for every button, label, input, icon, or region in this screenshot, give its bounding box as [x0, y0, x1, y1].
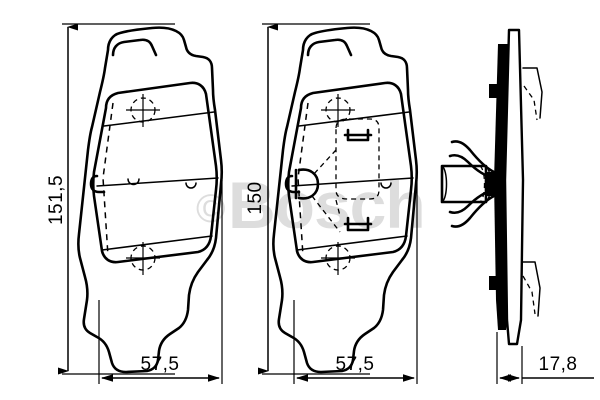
sensor-leader-line-bottom [311, 195, 341, 233]
pad-centerline-middle [291, 177, 414, 187]
side-friction-plate [503, 28, 525, 346]
friction-material-hidden-edge-middle [297, 102, 309, 257]
small-hole-middle-a [380, 182, 392, 189]
dimension-label-width-57-5-left: 57,5 [141, 354, 180, 375]
dimension-label-height-150: 150 [245, 181, 266, 214]
backing-plate-outline-middle [272, 26, 419, 374]
dimension-thickness-17-8: 17,8 [496, 332, 594, 384]
pad-groove-line-upper-left [103, 111, 215, 127]
rivet-center-marks-middle [321, 94, 355, 275]
side-sensor-body [440, 164, 492, 204]
front-view-left [77, 26, 224, 374]
side-view-right [440, 28, 543, 346]
backing-plate-outline-left [77, 26, 224, 374]
dimension-label-height-151-5: 151,5 [46, 175, 67, 225]
dimension-label-width-57-5-middle: 57,5 [336, 354, 375, 375]
friction-material-hidden-edge-left [102, 102, 114, 257]
pad-groove-line-lower-middle [296, 235, 408, 251]
wear-sensor-boss-outline [335, 118, 380, 200]
front-view-middle [272, 26, 419, 374]
pad-centerline-left [96, 177, 219, 187]
dimension-label-thickness-17-8: 17,8 [539, 354, 578, 375]
pad-groove-line-upper-middle [298, 111, 410, 127]
side-sensor-connector [486, 172, 498, 196]
dimension-width-57-5-left: 57,5 [98, 180, 223, 384]
side-upper-chamfer-hidden [523, 85, 538, 121]
dimension-height-150: 150 [245, 23, 370, 375]
side-boss-upper [489, 84, 500, 98]
small-hole-left-a [127, 178, 140, 186]
side-lower-chamfer-hidden [522, 275, 536, 315]
retaining-clip-notch-middle [284, 174, 301, 194]
backing-plate-tab-middle [306, 38, 353, 57]
side-boss-lower [489, 276, 500, 290]
pad-groove-line-lower-left [101, 235, 213, 251]
small-hole-left-b [185, 182, 197, 189]
sensor-leader-line-upper [311, 149, 337, 177]
sensor-leader-line-lower [335, 199, 341, 217]
retaining-clip-notch-left [89, 174, 106, 194]
sensor-clip-loop-middle [297, 168, 320, 200]
backing-plate-tab-left [111, 38, 158, 57]
dimension-height-151-5: 151,5 [46, 23, 175, 375]
side-lower-chamfer [521, 261, 541, 317]
rivet-center-marks-left [126, 94, 160, 275]
dimension-width-57-5-middle: 57,5 [293, 180, 418, 384]
side-upper-chamfer [522, 67, 543, 119]
